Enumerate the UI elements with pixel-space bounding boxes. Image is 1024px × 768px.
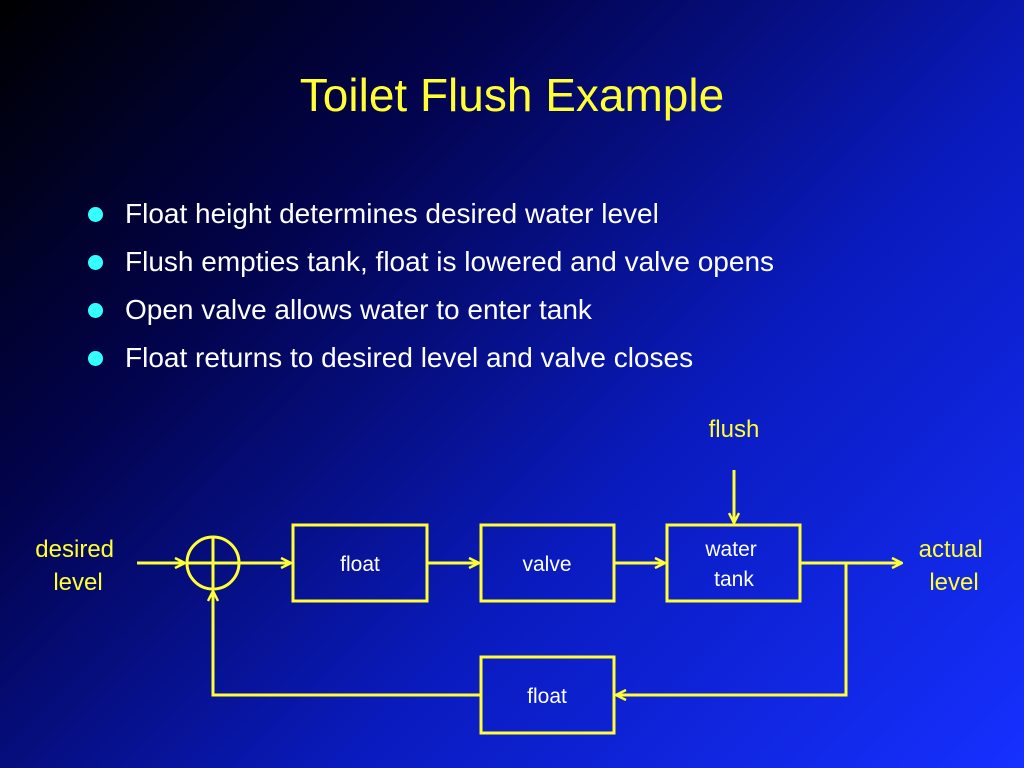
bullet-text: Float height determines desired water le…: [125, 198, 659, 229]
bullet-dot-icon: [88, 350, 103, 366]
feedback-to-sum-arrow: [213, 591, 481, 697]
bullet-dot-icon: [88, 254, 103, 270]
bullet-item: Open valve allows water to enter tank: [88, 286, 774, 334]
valve-block-label: valve: [522, 553, 571, 576]
summing-junction: [185, 535, 241, 591]
feedback-to-float-arrow: [616, 563, 848, 695]
input-label: desired level: [35, 536, 120, 596]
water-tank-block-label: water tank: [704, 538, 762, 591]
bullet-dot-icon: [88, 302, 103, 318]
feedback-float-block-label: float: [527, 685, 567, 708]
flush-label: flush: [709, 416, 760, 443]
bullet-text: Flush empties tank, float is lowered and…: [125, 246, 775, 277]
bullet-item: Float height determines desired water le…: [88, 190, 774, 238]
bullet-text: Open valve allows water to enter tank: [125, 294, 592, 325]
bullet-item: Float returns to desired level and valve…: [88, 334, 774, 382]
slide-title: Toilet Flush Example: [299, 69, 725, 121]
output-label: actual level: [919, 536, 990, 596]
bullet-list: Float height determines desired water le…: [88, 190, 774, 382]
bullet-text: Float returns to desired level and valve…: [125, 342, 694, 373]
bullet-dot-icon: [88, 206, 103, 222]
float-block-label: float: [340, 553, 380, 576]
bullet-item: Flush empties tank, float is lowered and…: [88, 238, 774, 286]
